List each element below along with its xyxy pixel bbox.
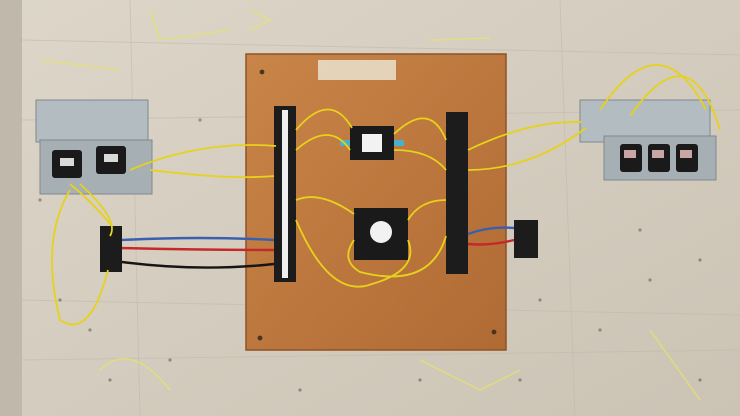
left-enclosure — [35, 99, 153, 195]
wall-edge-left — [0, 0, 22, 416]
terminal-block-small-left — [100, 226, 122, 272]
control-wires — [51, 64, 721, 326]
terminal-strip-right-vertical — [446, 112, 468, 274]
relay-socket-bottom — [354, 208, 408, 260]
terminal-strip-left-vertical — [274, 106, 296, 282]
chalk-marks — [39, 9, 701, 401]
terminal-block-small-right — [514, 220, 538, 258]
power-wires — [121, 226, 515, 269]
relay-socket-top — [340, 126, 404, 160]
screw-holes — [38, 118, 702, 392]
masking-tape — [318, 60, 396, 80]
